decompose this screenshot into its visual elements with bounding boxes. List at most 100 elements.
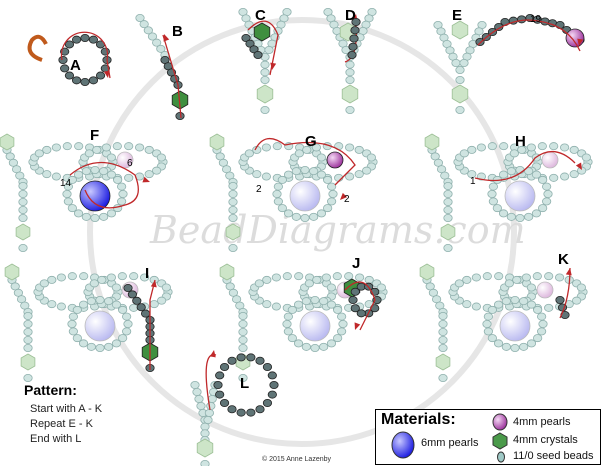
seed-bead — [319, 342, 329, 351]
seed-bead — [200, 422, 210, 431]
seed-bead — [287, 334, 297, 343]
seed-bead — [106, 170, 117, 179]
seed-bead — [326, 300, 337, 309]
seed-bead — [260, 60, 270, 69]
thread-path — [474, 151, 576, 182]
seed-bead — [438, 343, 448, 352]
seed-bead — [438, 327, 448, 336]
seed-bead — [526, 300, 537, 309]
seed-bead — [443, 213, 453, 222]
seed-bead — [333, 305, 343, 314]
seed-bead — [283, 209, 294, 218]
seed-bead — [238, 327, 248, 336]
seed-bead — [494, 272, 504, 281]
seed-bead — [301, 297, 311, 306]
seed-bead — [277, 175, 287, 184]
seed-bead — [64, 40, 75, 49]
large-pearl — [289, 180, 321, 212]
seed-bead — [64, 71, 75, 80]
seed-bead — [515, 213, 525, 222]
seed-bead — [23, 319, 33, 328]
seed-bead — [459, 149, 469, 158]
seed-bead — [136, 303, 146, 312]
seed-bead — [462, 275, 472, 284]
seed-bead — [241, 34, 251, 43]
seed-bead — [67, 319, 77, 328]
seed-bead — [488, 182, 498, 191]
thread-path — [69, 162, 139, 209]
crystal — [424, 133, 440, 151]
seed-bead — [260, 76, 270, 85]
seed-bead — [18, 181, 28, 190]
large-pearl — [504, 180, 536, 212]
seed-bead — [89, 279, 99, 288]
small-pearl — [565, 28, 585, 48]
thread-path — [344, 281, 376, 331]
seed-bead — [236, 353, 246, 362]
seed-bead — [537, 327, 547, 336]
seed-bead — [147, 32, 158, 41]
seed-bead — [537, 142, 547, 151]
seed-bead — [326, 283, 336, 292]
seed-bead — [228, 213, 238, 222]
seed-bead — [118, 189, 128, 198]
seed-bead — [309, 212, 319, 221]
seed-bead — [213, 380, 223, 389]
seed-bead — [455, 76, 465, 85]
seed-bead — [526, 283, 536, 292]
seed-bead — [348, 295, 358, 304]
seed-bead — [283, 312, 293, 321]
seed-bead — [271, 302, 281, 311]
seed-bead — [23, 335, 33, 344]
small-pearl — [536, 281, 554, 299]
seed-bead — [344, 272, 354, 281]
seed-bead — [345, 143, 355, 152]
seed-bead — [246, 353, 256, 362]
seed-bead — [249, 45, 259, 54]
seed-bead — [555, 295, 565, 304]
crystal — [219, 263, 235, 281]
seed-bead — [227, 356, 237, 365]
seed-bead — [206, 401, 216, 410]
legend-6mm-pearls: 6mm pearls — [421, 437, 479, 449]
seed-bead — [200, 429, 210, 438]
seed-bead — [135, 143, 145, 152]
legend-seed-beads: 11/0 seed beads — [513, 450, 594, 462]
seed-bead — [362, 166, 372, 175]
seed-bead — [78, 339, 89, 348]
arrow-icon — [163, 34, 170, 42]
seed-bead — [544, 272, 554, 281]
seed-bead — [144, 145, 154, 154]
seed-bead — [63, 182, 73, 191]
crystal — [256, 84, 274, 104]
seed-bead — [488, 197, 498, 206]
step-label-h: H — [515, 133, 526, 150]
seed-bead — [106, 273, 116, 282]
seed-bead — [533, 334, 543, 343]
seed-bead — [294, 149, 304, 158]
seed-bead — [493, 300, 504, 309]
seed-bead — [117, 197, 127, 206]
pattern-line: End with L — [30, 433, 82, 445]
crystal — [196, 438, 214, 458]
seed-bead — [18, 205, 28, 214]
seed-bead — [200, 460, 210, 466]
seed-bead — [106, 209, 117, 218]
arrow-icon — [577, 38, 584, 46]
watermark-circle — [87, 17, 517, 447]
seed-bead — [56, 302, 66, 311]
seed-bead — [323, 204, 333, 213]
seed-bead — [326, 339, 337, 348]
seed-bead — [68, 327, 78, 336]
pattern-title: Pattern: — [24, 382, 77, 398]
seed-bead — [300, 213, 310, 222]
arrow-icon — [142, 176, 150, 183]
small-pearl — [116, 151, 134, 169]
seed-bead — [454, 279, 464, 288]
count-label: 19 — [530, 14, 542, 25]
arrow-icon — [575, 162, 582, 170]
seed-bead — [327, 197, 337, 206]
seed-bead — [67, 272, 77, 281]
seed-bead — [62, 142, 72, 151]
step-label-b: B — [172, 23, 183, 40]
